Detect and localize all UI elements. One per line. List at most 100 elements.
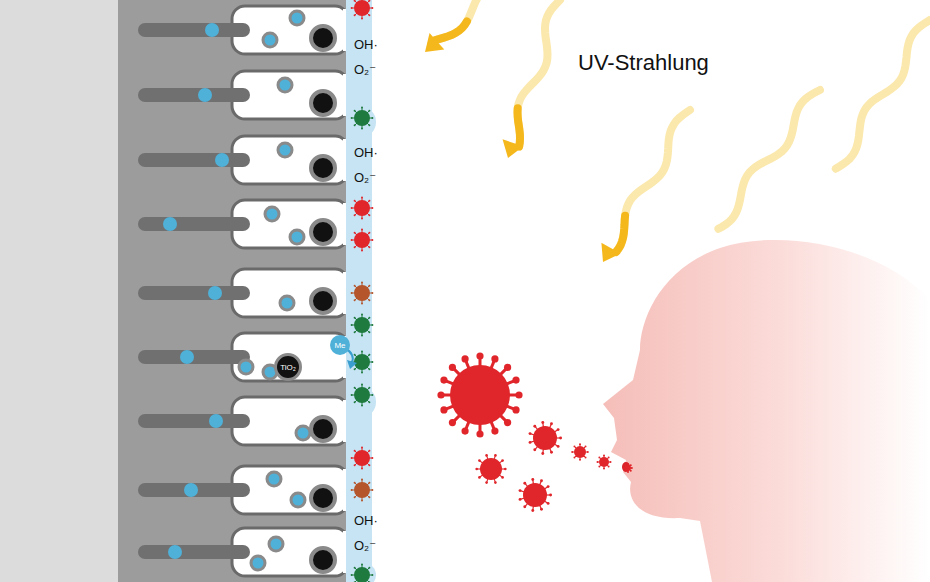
uv-wave-tip (435, 21, 467, 40)
metal-ion (278, 143, 292, 157)
virus-spike-tip (351, 207, 353, 209)
virus-spike-tip (368, 14, 370, 16)
virus (354, 317, 370, 333)
pore-channel (138, 88, 250, 102)
metal-ion (208, 286, 222, 300)
virus-spike-tip (361, 302, 363, 304)
virus-spike-tip (354, 14, 356, 16)
virus-spike-tip (608, 456, 610, 458)
virus-spike-tip (476, 352, 483, 359)
virus-spike-tip (529, 432, 532, 435)
virus (354, 200, 370, 216)
outer-wall (0, 0, 118, 582)
virus-spike-tip (519, 489, 522, 492)
virus-spike-tip (437, 391, 444, 398)
virus-spike-tip (440, 376, 447, 383)
pore-channel (138, 286, 250, 300)
tio2-particle (311, 486, 335, 510)
virus-spike-tip (587, 451, 589, 453)
pore-channel (138, 483, 250, 497)
virus-spike-tip (361, 351, 363, 353)
virus-spike-tip (361, 384, 363, 386)
virus-spike-tip (368, 368, 370, 370)
virus-spike-tip (541, 421, 544, 424)
virus-spike-tip (523, 505, 526, 508)
virus-spike-tip (354, 232, 356, 234)
virus-spike-tip (461, 355, 468, 362)
virus-spike-tip (361, 229, 363, 231)
virus-spike-tip (491, 355, 498, 362)
virus-spike-tip (361, 404, 363, 406)
virus-spike-tip (361, 479, 363, 481)
virus-spike-tip (371, 361, 373, 363)
virus-spike-tip (368, 581, 370, 582)
virus-spike-tip (501, 476, 504, 479)
virus (354, 387, 370, 403)
virus-spike-tip (354, 581, 356, 582)
tio2-particle (311, 91, 335, 115)
water-drip (352, 108, 376, 136)
virus-spike-tip (573, 445, 575, 447)
metal-ion (290, 11, 304, 25)
virus-spike-tip (371, 239, 373, 241)
metal-ion (209, 414, 223, 428)
pore-channel (138, 217, 250, 231)
virus-spike-tip (361, 564, 363, 566)
virus-spike-tip (368, 0, 370, 2)
virus-spike-tip (354, 0, 356, 2)
virus-spike-tip (361, 217, 363, 219)
virus-spike-tip (368, 496, 370, 498)
virus-spike-tip (371, 324, 373, 326)
virus-spike-tip (361, 371, 363, 373)
uv-wave-tip (616, 216, 625, 252)
virus-spike-tip (351, 7, 353, 9)
virus (480, 458, 502, 480)
virus-spike-tip (354, 368, 356, 370)
virus-spike-tip (351, 239, 353, 241)
virus (354, 0, 370, 16)
uv-wave (616, 110, 690, 252)
virus-spike-tip (368, 232, 370, 234)
virus-spike-tip (368, 450, 370, 452)
uv-wave (518, 0, 561, 147)
virus-spike-tip (550, 422, 553, 425)
virus-spike-tip (368, 200, 370, 202)
metal-ion (198, 88, 212, 102)
virus-spike-tip (351, 457, 353, 459)
metal-ion (239, 360, 253, 374)
virus-spike-tip (371, 7, 373, 9)
virus-spike-tip (351, 489, 353, 491)
virus-spike-tip (354, 567, 356, 569)
virus-spike-tip (533, 425, 536, 428)
virus-spike-tip (585, 457, 587, 459)
virus-spike-tip (368, 285, 370, 287)
virus-spike-tip (515, 391, 522, 398)
virus-spike-tip (361, 499, 363, 501)
virus-spike-tip (368, 246, 370, 248)
virus (574, 446, 586, 458)
virus-spike-tip (608, 466, 610, 468)
virus-spike-tip (512, 406, 519, 413)
virus-spike-tip (541, 452, 544, 455)
metal-ion (168, 545, 182, 559)
pore-channel (138, 545, 250, 559)
pore-channel (138, 153, 250, 167)
tio2-particle: TiO₂ (274, 353, 302, 381)
metal-ion (265, 207, 279, 221)
virus-spike-tip (573, 457, 575, 459)
virus-spike-tip (351, 117, 353, 119)
radical-label: O₂⁻ (354, 170, 376, 185)
virus-spike-tip (354, 246, 356, 248)
uv-wave (836, 20, 930, 169)
virus-spike-tip (371, 394, 373, 396)
virus (625, 465, 631, 471)
virus-spike-tip (598, 456, 600, 458)
virus-spike-tip (354, 331, 356, 333)
virus-spike-tip (610, 461, 612, 463)
virus-spike-tip (371, 489, 373, 491)
metal-ion (205, 23, 219, 37)
virus-spike-tip (354, 354, 356, 356)
virus-spike-tip (501, 459, 504, 462)
virus (354, 482, 370, 498)
